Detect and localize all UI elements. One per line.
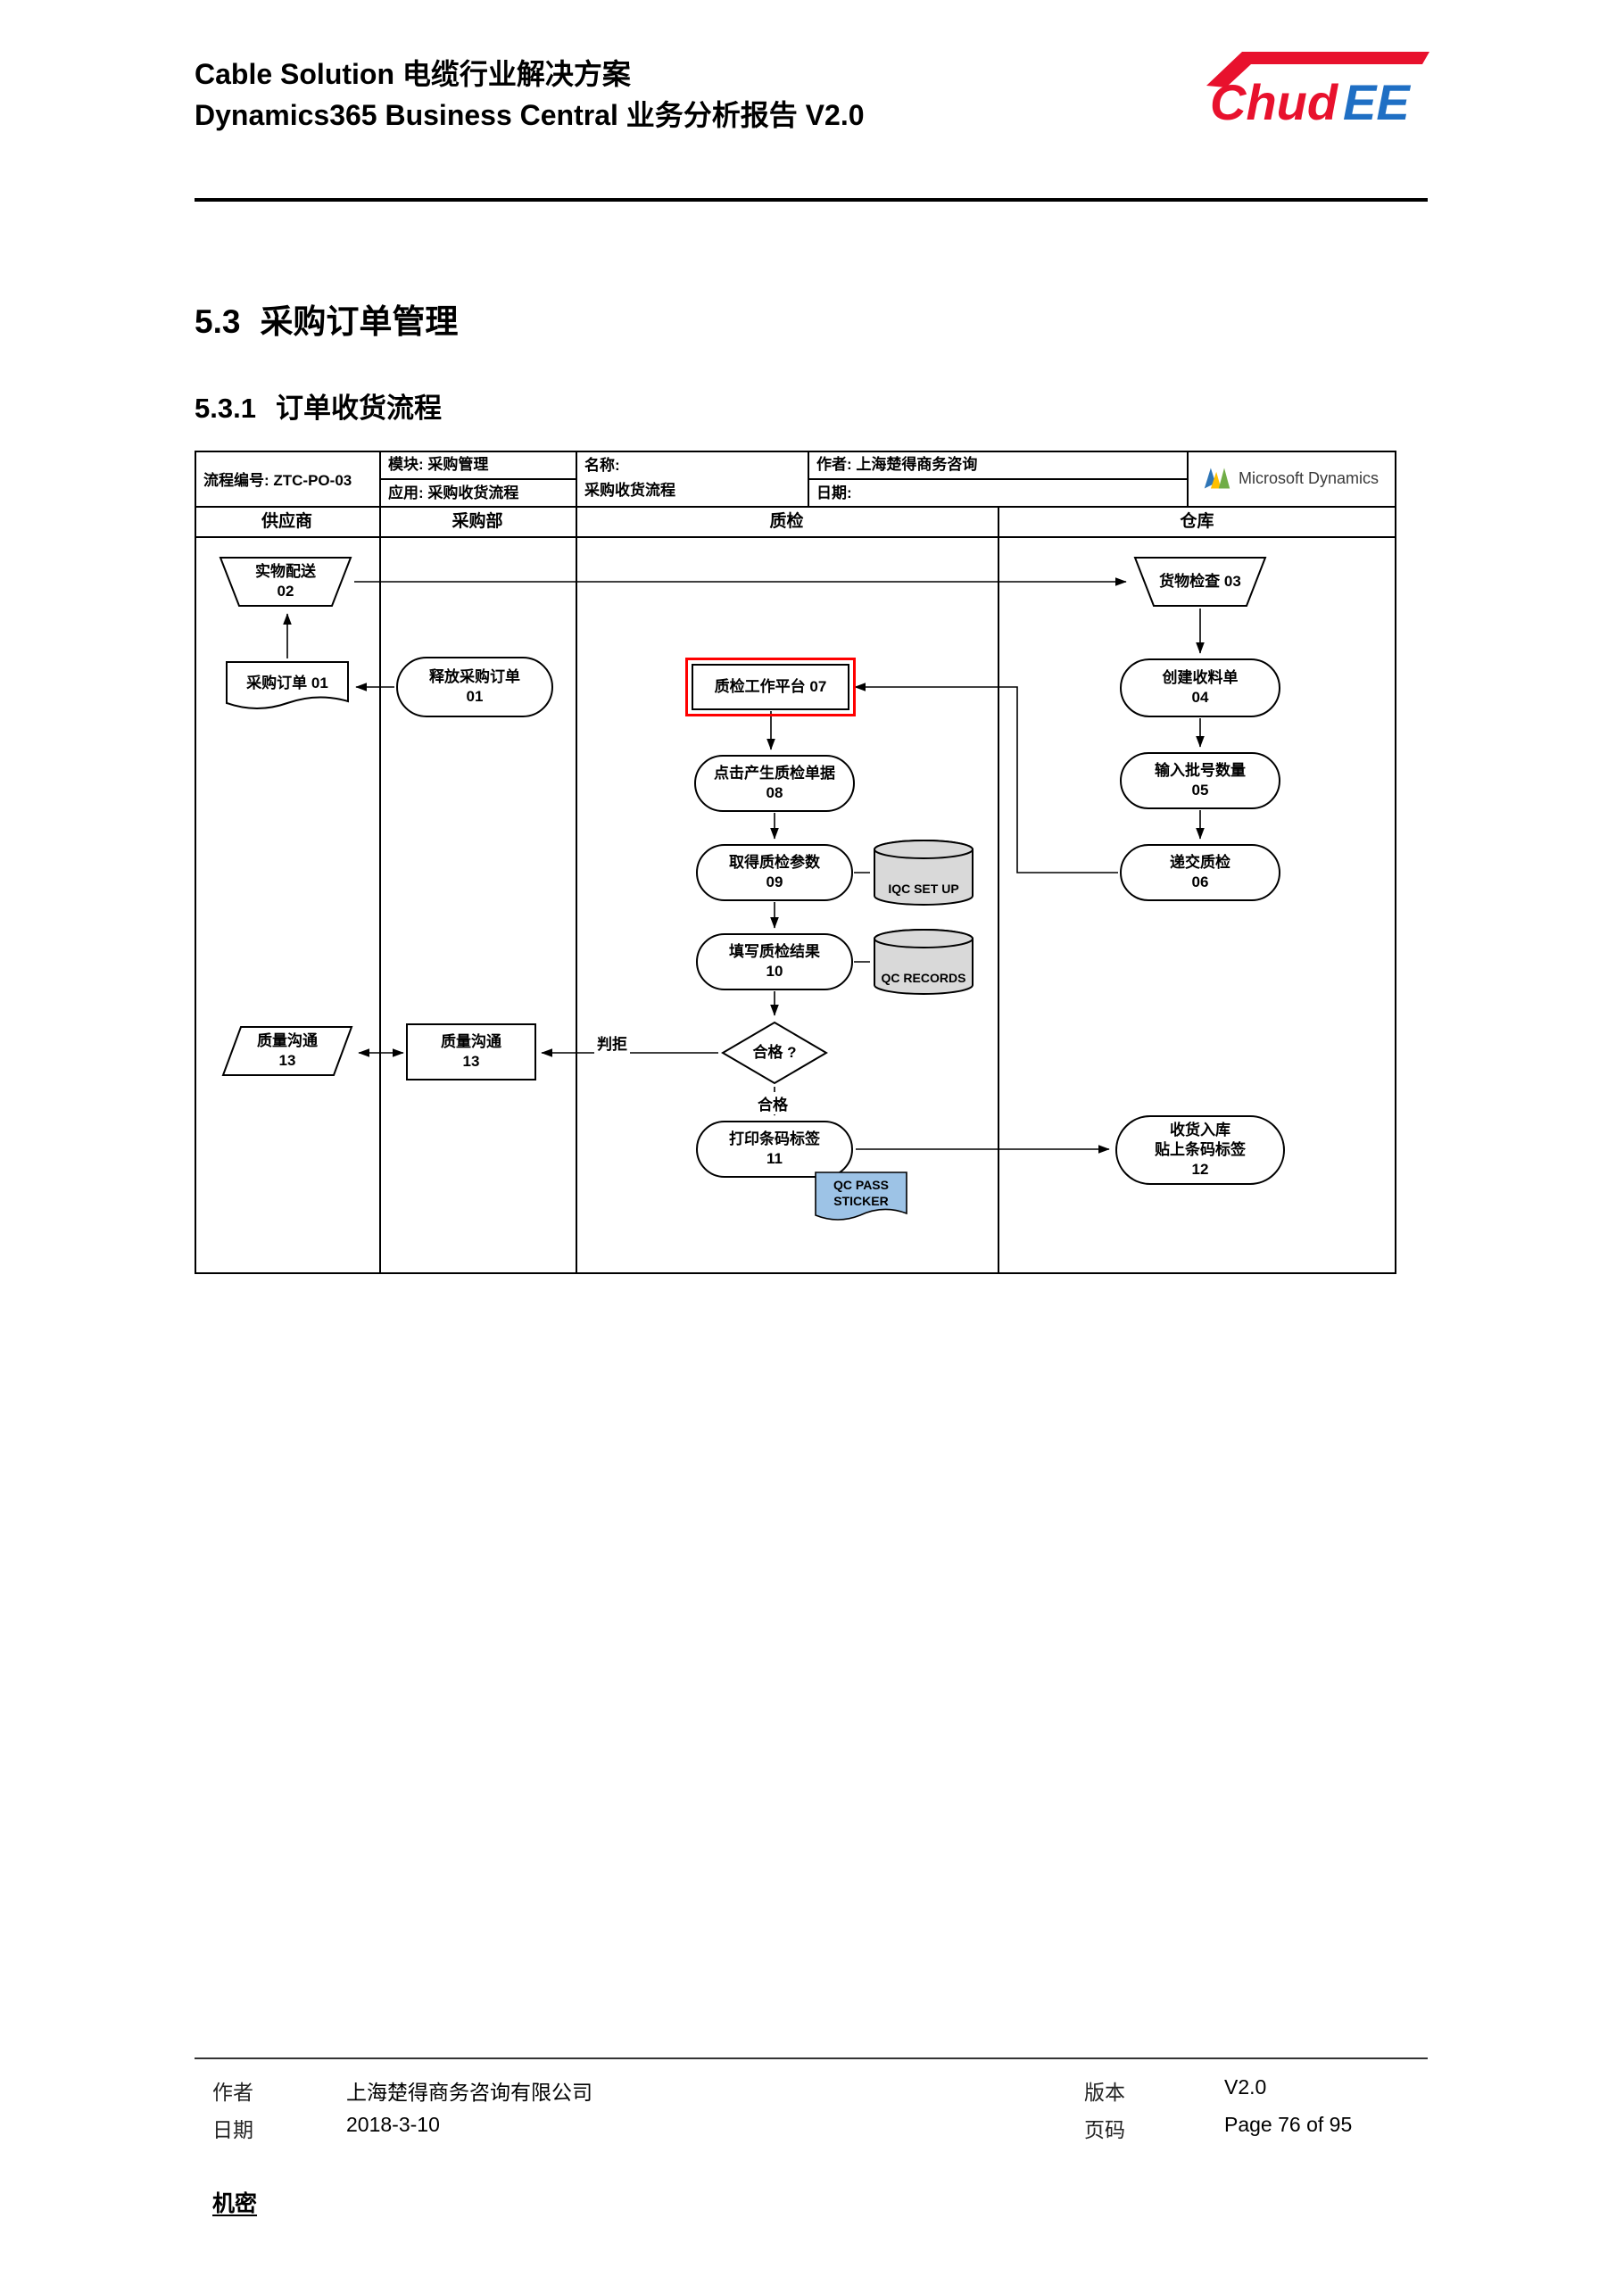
footer-rule (195, 2057, 1428, 2059)
section-heading-5-3: 5.3 采购订单管理 (195, 294, 458, 343)
edge-label-reject: 判拒 (594, 1031, 630, 1054)
node-label: 质量沟通 13 (257, 1032, 318, 1069)
report-title-line2: Dynamics365 Business Central 业务分析报告 V2.0 (195, 99, 865, 131)
node-release-po: 释放采购订单 01 (396, 657, 553, 717)
header-rule (195, 198, 1428, 202)
microsoft-dynamics-text: Microsoft Dynamics (1239, 468, 1380, 487)
huadee-logo: Chud EE (1187, 43, 1446, 132)
table-line-vertical (576, 451, 577, 1274)
node-purchase-order-document: 采购订单 01 (225, 660, 350, 714)
node-fill-qc-results: 填写质检结果 10 (696, 933, 853, 990)
confidential-label: 机密 (212, 2190, 258, 2216)
node-print-barcode-label: 打印条码标签 11 (696, 1121, 853, 1178)
logo-text-blue: EE (1343, 74, 1411, 130)
meta-application: 应用: 采购收货流程 (388, 484, 519, 501)
node-create-inspection-doc: 点击产生质检单据 08 (694, 755, 855, 812)
node-create-receipt: 创建收料单 04 (1120, 658, 1280, 717)
table-line-horizontal (195, 506, 1396, 508)
meta-author: 作者: 上海楚得商务咨询 (816, 456, 978, 473)
node-pass-decision: 合格 ? (721, 1021, 828, 1085)
node-label: IQC SET UP (888, 882, 959, 897)
heading-text: 采购订单管理 (260, 302, 459, 341)
footer-version-value: V2.0 (1224, 2075, 1267, 2099)
flowchart-frame (195, 451, 1396, 1274)
microsoft-dynamics-emblem (1204, 468, 1230, 489)
footer-author-label: 作者 (212, 2082, 253, 2105)
logo-swoosh (1206, 52, 1429, 87)
node-qc-pass-sticker: QC PASS STICKER (814, 1171, 908, 1226)
table-line-vertical (379, 451, 381, 1274)
node-label: 货物检查 03 (1159, 573, 1241, 591)
footer-author-value: 上海楚得商务咨询有限公司 (346, 2081, 592, 2104)
meta-name-label: 名称: (584, 457, 620, 474)
node-submit-qc: 递交质检 06 (1120, 844, 1280, 901)
heading-number: 5.3.1 (195, 393, 256, 424)
logo-text-red: Chud (1210, 74, 1339, 130)
node-label: 实物配送 02 (255, 563, 316, 600)
table-line-horizontal (808, 478, 1189, 480)
footer-page-value: Page 76 of 95 (1224, 2113, 1353, 2136)
table-line-horizontal (379, 478, 577, 480)
node-quality-comm-supplier: 质量沟通 13 (221, 1025, 353, 1077)
node-qc-records-db: QC RECORDS (870, 926, 977, 998)
section-heading-5-3-1: 5.3.1 订单收货流程 (195, 385, 442, 426)
meta-module: 模块: 采购管理 (388, 456, 489, 473)
footer-date-value: 2018-3-10 (346, 2113, 440, 2136)
node-iqc-setup-db: IQC SET UP (870, 837, 977, 908)
lane-header-qc: 质检 (769, 512, 804, 531)
node-label: 合格 ? (752, 1044, 797, 1062)
lane-header-supplier: 供应商 (261, 512, 312, 531)
node-quality-comm-purchasing: 质量沟通 13 (406, 1023, 536, 1080)
heading-text: 订单收货流程 (275, 393, 442, 425)
meta-name-value: 采购收货流程 (584, 482, 675, 499)
lane-header-purchasing: 采购部 (452, 512, 503, 531)
node-get-qc-params: 取得质检参数 09 (696, 844, 853, 901)
report-title-line1: Cable Solution 电缆行业解决方案 (195, 58, 631, 90)
edge-label-pass: 合格 (755, 1092, 791, 1114)
microsoft-dynamics-logo: Microsoft Dynamics (1203, 462, 1390, 494)
lane-divider (998, 506, 999, 1274)
node-label: QC RECORDS (881, 971, 966, 986)
table-line-horizontal (195, 536, 1396, 538)
node-receive-putaway: 收货入库 贴上条码标签 12 (1115, 1115, 1285, 1185)
footer-page-label: 页码 (1084, 2119, 1125, 2142)
meta-date: 日期: (816, 484, 852, 501)
footer-date-label: 日期 (212, 2119, 253, 2142)
node-qc-workbench: 质检工作平台 07 (685, 658, 856, 716)
node-label: 采购订单 01 (246, 675, 328, 692)
node-enter-lot-qty: 输入批号数量 05 (1120, 752, 1280, 809)
meta-process-no: 流程编号: ZTC-PO-03 (203, 471, 352, 489)
node-goods-check: 货物检查 03 (1133, 556, 1267, 608)
node-label: QC PASS STICKER (833, 1178, 889, 1208)
heading-number: 5.3 (195, 303, 241, 340)
node-physical-delivery: 实物配送 02 (219, 556, 352, 608)
footer-version-label: 版本 (1084, 2082, 1125, 2105)
lane-header-warehouse: 仓库 (1180, 512, 1214, 531)
